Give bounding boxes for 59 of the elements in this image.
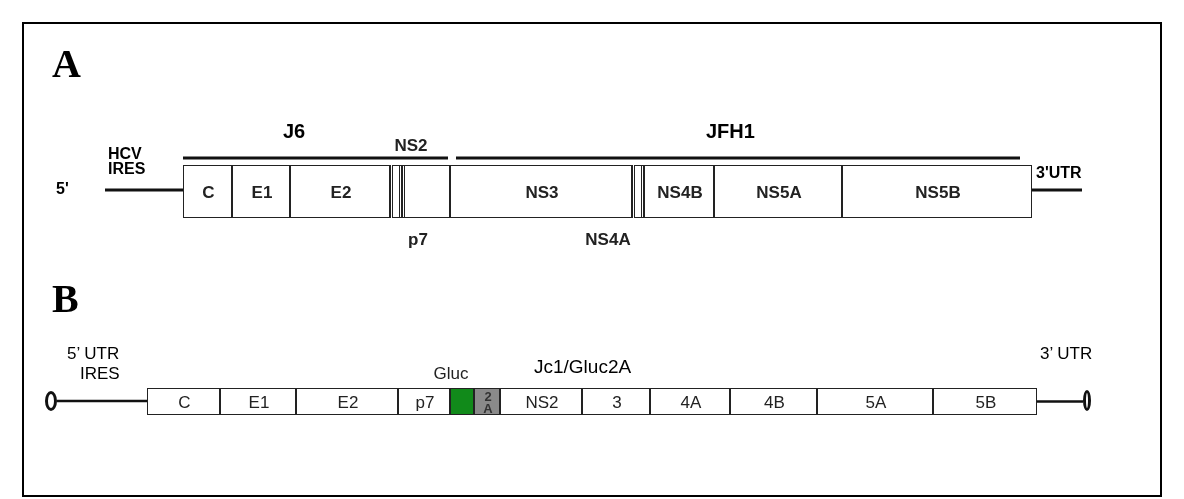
gene-segment: [817, 388, 933, 415]
panel-letter: A: [52, 40, 81, 87]
gene-segment: [730, 388, 817, 415]
segment-label: E2: [330, 182, 352, 203]
gene-segment: [582, 388, 650, 415]
gene-segment: [290, 165, 390, 218]
utr-line: [57, 399, 147, 403]
gene-segment: [232, 165, 290, 218]
segment-label: 4A: [680, 392, 702, 413]
segment-label: p7: [415, 392, 435, 413]
gene-segment: [933, 388, 1037, 415]
region-label: IRES: [80, 364, 120, 384]
gene-segment: [474, 388, 500, 415]
panel-letter: B: [52, 275, 79, 322]
segment-label: 2A: [483, 390, 493, 415]
end-label: 5': [56, 180, 69, 198]
segment-label: 4B: [764, 392, 785, 413]
segment-label: NS4B: [657, 182, 703, 203]
gene-segment: [644, 165, 714, 218]
gene-segment: [842, 165, 1032, 218]
gene-segment: [632, 165, 644, 218]
gene-segment: [714, 165, 842, 218]
segment-label: NS5A: [756, 182, 802, 203]
gene-segment: [183, 165, 232, 218]
gene-segment: [402, 165, 450, 218]
segment-label: 5A: [865, 392, 887, 413]
segment-label: p7: [408, 230, 428, 250]
gene-segment: [650, 388, 730, 415]
end-label: 5’ UTR: [67, 344, 120, 364]
gene-segment: [450, 165, 632, 218]
segment-label: E2: [337, 392, 359, 413]
segment-label: NS5B: [915, 182, 961, 203]
end-loop: [1083, 390, 1091, 411]
gene-segment: [398, 388, 450, 415]
gene-segment: [296, 388, 398, 415]
end-loop: [45, 391, 57, 411]
strain-name: J6: [283, 120, 306, 143]
segment-label: Gluc: [433, 364, 469, 384]
segment-label: C: [178, 392, 191, 413]
utr-line: [1037, 400, 1083, 403]
segment-label: NS4A: [585, 230, 631, 250]
segment-label: 3: [612, 392, 622, 413]
segment-label: NS3: [525, 182, 559, 203]
segment-label: E1: [248, 392, 270, 413]
segment-label: NS2: [525, 392, 559, 413]
segment-label: C: [202, 182, 215, 203]
gene-segment: [500, 388, 582, 415]
gene-segment: [390, 165, 402, 218]
end-label: 3’ UTR: [1040, 344, 1093, 364]
segment-label: NS2: [394, 136, 428, 156]
region-label: HCV IRES: [108, 146, 147, 176]
segment-label: E1: [251, 182, 273, 203]
segment-label: 5B: [975, 392, 997, 413]
gene-segment: [450, 388, 474, 415]
construct-name: Jc1/Gluc2A: [534, 356, 632, 378]
gene-segment: [147, 388, 220, 415]
strain-name: JFH1: [706, 120, 755, 143]
end-label: 3'UTR: [1036, 164, 1082, 182]
gene-segment: [220, 388, 296, 415]
